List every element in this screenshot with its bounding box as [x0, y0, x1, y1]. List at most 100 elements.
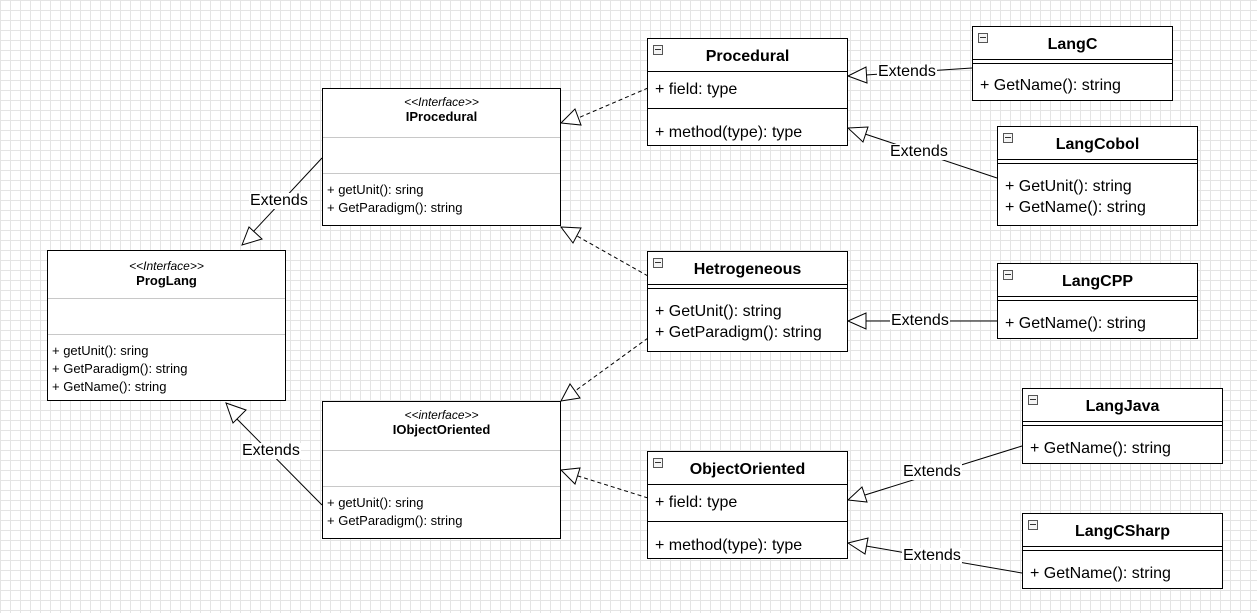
interface-header: <<interface>> IObjectOriented — [323, 402, 560, 450]
method-item: + GetParadigm(): string — [52, 361, 188, 376]
fields-section: + field: type — [648, 72, 847, 108]
method-item: + GetName(): string — [52, 379, 167, 394]
divider — [648, 108, 847, 109]
collapse-icon[interactable] — [653, 458, 663, 468]
class-header: Procedural — [648, 39, 847, 71]
divider — [323, 173, 560, 174]
class-name: Hetrogeneous — [693, 261, 802, 278]
arrowhead-procedural-langcobol — [846, 126, 869, 143]
class-langjava[interactable]: LangJava + GetName(): string — [1022, 388, 1223, 464]
collapse-icon[interactable] — [1028, 520, 1038, 530]
divider — [323, 450, 560, 451]
class-header: LangC — [973, 27, 1172, 59]
collapse-icon[interactable] — [653, 45, 663, 55]
method-item: + getUnit(): sring — [52, 343, 149, 358]
collapse-icon[interactable] — [1003, 133, 1013, 143]
method-item: + GetName(): string — [1005, 199, 1146, 216]
edge-procedural-iprocedural — [577, 87, 649, 119]
extends-label: Extends — [889, 143, 949, 160]
method-item: + GetParadigm(): string — [655, 324, 822, 341]
extends-label: Extends — [902, 463, 962, 480]
class-name: ObjectOriented — [689, 461, 806, 478]
arrowhead-iobjectoriented-hetrogeneous — [560, 383, 581, 402]
method-item: + getUnit(): sring — [327, 182, 424, 197]
class-header: Hetrogeneous — [648, 252, 847, 284]
interface-header: <<Interface>> ProgLang — [48, 251, 285, 298]
method-item: + getUnit(): sring — [327, 495, 424, 510]
edge-hetrogeneous-iobjectoriented — [574, 337, 649, 392]
class-name: LangCPP — [1061, 273, 1134, 290]
method-item: + GetName(): string — [1030, 440, 1171, 457]
class-name: Procedural — [705, 48, 790, 65]
method-item: + GetName(): string — [980, 77, 1121, 94]
methods-section: + getUnit(): sring + GetParadigm(): stri… — [323, 487, 560, 530]
method-item: + method(type): type — [655, 537, 803, 554]
class-header: LangCPP — [998, 264, 1197, 296]
method-item: + GetUnit(): string — [655, 303, 782, 320]
class-hetrogeneous[interactable]: Hetrogeneous + GetUnit(): string + GetPa… — [647, 251, 848, 352]
divider — [648, 484, 847, 485]
class-name: LangCSharp — [1074, 523, 1171, 540]
extends-label: Extends — [241, 442, 301, 459]
arrowhead-iobjectoriented-objectoriented — [559, 467, 581, 485]
arrowhead-proglang-top — [241, 226, 263, 246]
attributes-section — [323, 451, 560, 486]
extends-label: Extends — [890, 312, 950, 329]
methods-section: + GetUnit(): string + GetName(): string — [998, 164, 1197, 218]
methods-section: + GetUnit(): string + GetParadigm(): str… — [648, 289, 847, 343]
methods-section: + GetName(): string — [998, 301, 1197, 334]
divider — [48, 334, 285, 335]
arrowhead-proglang-bottom — [225, 402, 247, 424]
methods-section: + method(type): type — [648, 522, 847, 556]
attributes-section — [323, 138, 560, 173]
divider — [1023, 421, 1222, 426]
class-procedural[interactable]: Procedural + field: type + method(type):… — [647, 38, 848, 146]
divider — [48, 298, 285, 299]
divider — [973, 59, 1172, 64]
methods-section: + method(type): type — [648, 109, 847, 143]
stereotype-label: <<Interface>> — [129, 259, 204, 273]
interface-proglang[interactable]: <<Interface>> ProgLang + getUnit(): srin… — [47, 250, 286, 401]
edge-hetrogeneous-iprocedural — [576, 235, 649, 277]
method-item: + GetParadigm(): string — [327, 200, 463, 215]
method-item: + GetParadigm(): string — [327, 513, 463, 528]
fields-section: + field: type — [648, 485, 847, 521]
class-objectoriented[interactable]: ObjectOriented + field: type + method(ty… — [647, 451, 848, 559]
collapse-icon[interactable] — [1003, 270, 1013, 280]
method-item: + GetName(): string — [1005, 315, 1146, 332]
class-langc[interactable]: LangC + GetName(): string — [972, 26, 1173, 101]
class-langcpp[interactable]: LangCPP + GetName(): string — [997, 263, 1198, 339]
stereotype-label: <<Interface>> — [404, 95, 479, 109]
divider — [648, 284, 847, 289]
class-langcobol[interactable]: LangCobol + GetUnit(): string + GetName(… — [997, 126, 1198, 226]
collapse-icon[interactable] — [653, 258, 663, 268]
edge-objectoriented-iobjectoriented — [577, 475, 649, 499]
arrowhead-hetrogeneous-langcpp — [846, 312, 867, 330]
methods-section: + GetName(): string — [1023, 551, 1222, 584]
class-name: LangJava — [1085, 398, 1160, 415]
arrowhead-iprocedural-hetrogeneous — [559, 226, 582, 244]
class-name: LangCobol — [1055, 136, 1140, 153]
interface-name: IObjectOriented — [392, 422, 491, 437]
edge-iobjectoriented-proglang — [236, 418, 323, 506]
method-item: + GetUnit(): string — [1005, 178, 1132, 195]
divider — [648, 521, 847, 522]
collapse-icon[interactable] — [1028, 395, 1038, 405]
divider — [1023, 546, 1222, 551]
interface-iobjectoriented[interactable]: <<interface>> IObjectOriented + getUnit(… — [322, 401, 561, 539]
interface-header: <<Interface>> IProcedural — [323, 89, 560, 137]
field-item: + field: type — [655, 81, 738, 98]
extends-label: Extends — [877, 63, 937, 80]
interface-iprocedural[interactable]: <<Interface>> IProcedural + getUnit(): s… — [322, 88, 561, 226]
interface-name: IProcedural — [405, 109, 478, 124]
collapse-icon[interactable] — [978, 33, 988, 43]
arrowhead-iprocedural-procedural — [559, 108, 582, 126]
methods-section: + GetName(): string — [1023, 426, 1222, 459]
methods-section: + getUnit(): sring + GetParadigm(): stri… — [48, 335, 285, 396]
divider — [998, 296, 1197, 301]
attributes-section — [48, 299, 285, 334]
extends-label: Extends — [902, 547, 962, 564]
extends-label: Extends — [249, 192, 309, 209]
class-langcsharp[interactable]: LangCSharp + GetName(): string — [1022, 513, 1223, 589]
class-header: LangJava — [1023, 389, 1222, 421]
